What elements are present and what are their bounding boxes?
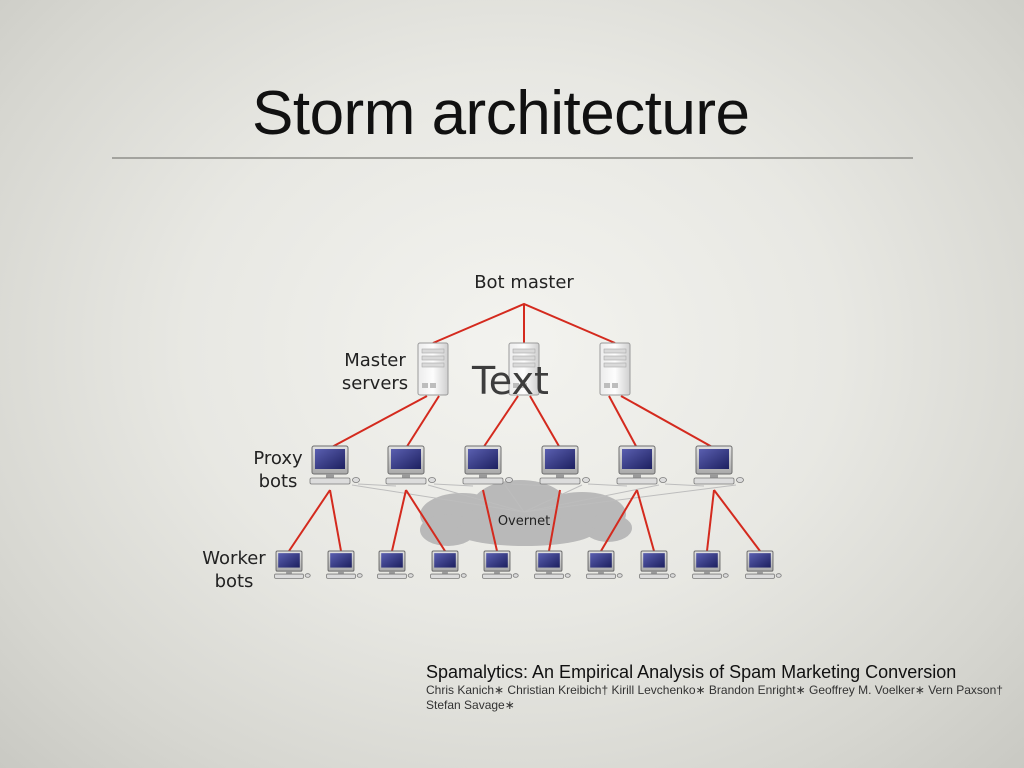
control-link [548, 489, 561, 552]
control-link [636, 489, 655, 552]
overnet-link [523, 484, 737, 513]
master-servers-label-line1: Master [344, 350, 406, 371]
server-icon [417, 342, 449, 396]
worker-bots-label-line2: bots [215, 571, 254, 592]
computer-icon [430, 550, 467, 579]
master-servers-label-line2: servers [342, 373, 408, 394]
overnet-link [523, 484, 660, 513]
bot-master-label: Bot master [474, 272, 574, 293]
title-divider [112, 157, 913, 159]
computer-icon [616, 445, 667, 485]
overnet-link [510, 483, 551, 487]
overnet-link [433, 483, 474, 487]
master-server-group [417, 342, 631, 396]
server-icon [599, 342, 631, 396]
control-link [391, 489, 407, 552]
control-link [288, 489, 331, 552]
overnet-cloud [420, 480, 632, 546]
control-link [608, 395, 638, 449]
slide-title: Storm architecture [252, 79, 750, 148]
server-icon [508, 342, 540, 396]
overnet-link [357, 483, 397, 487]
computer-icon [377, 550, 414, 579]
worker-bot-group [274, 550, 782, 579]
overnet-label: Overnet [498, 514, 550, 529]
control-link [405, 489, 446, 552]
proxy-bots-label-line1: Proxy [253, 448, 303, 469]
overnet-links [351, 483, 737, 513]
control-link [706, 489, 715, 552]
control-link [482, 395, 519, 449]
computer-icon [326, 550, 363, 579]
control-link [620, 395, 715, 449]
computer-icon [482, 550, 519, 579]
overnet-link [587, 483, 628, 487]
computer-icon [539, 445, 590, 485]
computer-icon [693, 445, 744, 485]
overnet-link [664, 483, 705, 487]
control-link [482, 489, 498, 552]
control-link [529, 395, 561, 449]
proxy-bot-group [309, 445, 744, 485]
computer-icon [639, 550, 676, 579]
overnet-link [523, 484, 583, 513]
placeholder-text-box[interactable]: Text [472, 359, 549, 403]
citation-authors: Chris Kanich∗ Christian Kreibich† Kirill… [426, 683, 1003, 712]
computer-icon [274, 550, 311, 579]
citation-title: Spamalytics: An Empirical Analysis of Sp… [426, 662, 957, 682]
control-link [713, 489, 761, 552]
computer-icon [534, 550, 571, 579]
computer-icon [692, 550, 729, 579]
control-links [288, 302, 761, 552]
overnet-link [351, 484, 525, 513]
overnet-link [427, 484, 525, 513]
worker-bots-label-line1: Worker [202, 548, 266, 569]
computer-icon [745, 550, 782, 579]
control-link [329, 489, 342, 552]
control-link [329, 395, 428, 449]
computer-icon [309, 445, 360, 485]
control-link [600, 489, 638, 552]
overnet-link [504, 484, 525, 513]
computer-icon [586, 550, 623, 579]
computer-icon [462, 445, 513, 485]
computer-icon [385, 445, 436, 485]
control-link [432, 302, 616, 344]
control-link [405, 395, 440, 449]
proxy-bots-label-line2: bots [259, 471, 298, 492]
